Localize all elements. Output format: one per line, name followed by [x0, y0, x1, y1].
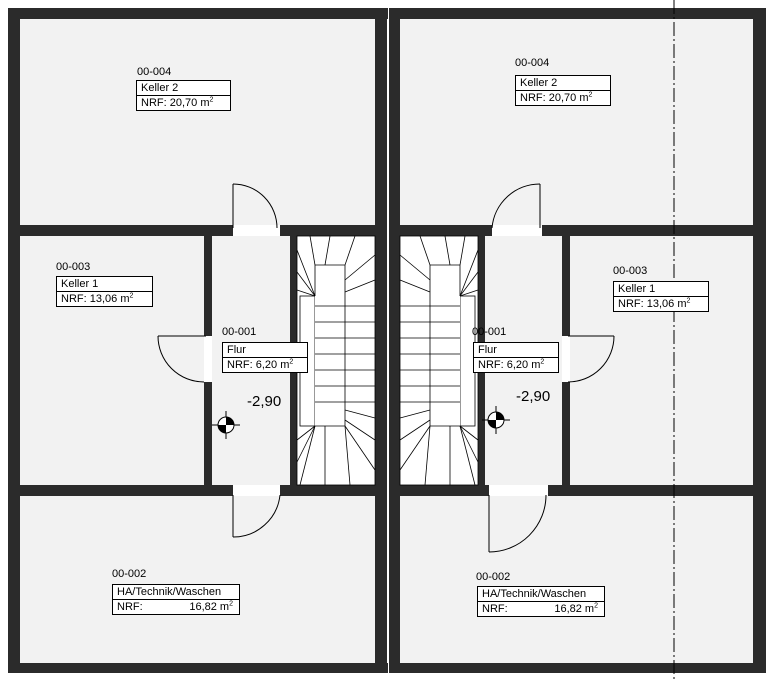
room-tag-flur-right: Flur NRF: 6,20 m2 [473, 342, 559, 373]
room-area: NRF: 13,06 m2 [57, 291, 152, 306]
room-tag-keller1-right: Keller 1 NRF: 13,06 m2 [613, 281, 709, 312]
room-name: Keller 1 [618, 283, 656, 295]
room-name: Keller 2 [520, 77, 558, 89]
room-id-flur-left: 00-001 [222, 326, 257, 338]
room-area: NRF: 20,70 m2 [137, 95, 230, 110]
elevation-marker-left [212, 411, 240, 439]
door-openings [204, 225, 570, 496]
door-swings [157, 183, 615, 553]
room-tag-technik-right: HA/Technik/Waschen NRF:16,82 m2 [477, 586, 605, 617]
room-name: Keller 2 [141, 82, 179, 94]
room-id-keller2-left: 00-004 [137, 66, 172, 78]
room-id-keller2-right: 00-004 [515, 57, 550, 69]
room-tag-keller2-right: Keller 2 NRF: 20,70 m2 [515, 75, 611, 106]
stair-right [399, 235, 479, 486]
room-tag-keller1-left: Keller 1 NRF: 13,06 m2 [56, 276, 153, 307]
room-id-flur-right: 00-001 [472, 326, 507, 338]
room-id-keller1-left: 00-003 [56, 261, 91, 273]
room-name: HA/Technik/Waschen [117, 586, 222, 598]
room-area: NRF:16,82 m2 [113, 599, 239, 614]
room-name: Keller 1 [61, 278, 99, 290]
room-id-technik-right: 00-002 [476, 571, 511, 583]
room-name: Flur [227, 344, 246, 356]
room-area: NRF: 6,20 m2 [223, 357, 307, 372]
room-id-keller1-right: 00-003 [613, 265, 648, 277]
room-id-technik-left: 00-002 [112, 568, 147, 580]
room-tag-technik-left: HA/Technik/Waschen NRF:16,82 m2 [112, 584, 240, 615]
walls [8, 8, 766, 673]
room-name: Flur [478, 344, 497, 356]
elevation-label-left: -2,90 [247, 393, 282, 410]
room-area: NRF:16,82 m2 [478, 601, 604, 616]
room-area: NRF: 6,20 m2 [474, 357, 558, 372]
room-area: NRF: 13,06 m2 [614, 296, 708, 311]
stair-left [296, 235, 376, 486]
room-area: NRF: 20,70 m2 [516, 90, 610, 105]
room-tag-keller2-left: Keller 2 NRF: 20,70 m2 [136, 80, 231, 111]
room-name: HA/Technik/Waschen [482, 588, 587, 600]
elevation-label-right: -2,90 [516, 388, 551, 405]
elevation-marker-right [482, 406, 510, 434]
room-tag-flur-left: Flur NRF: 6,20 m2 [222, 342, 308, 373]
